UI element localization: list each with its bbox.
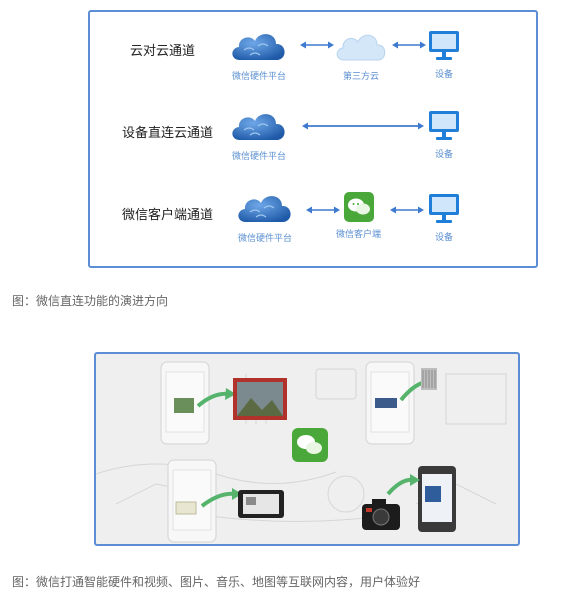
wechat-hardware-platform-node: 微信硬件平台 [234, 190, 296, 244]
row-label: 云对云通道 [130, 44, 196, 59]
channel-diagram: 云对云通道 微信硬件平台 第三方云 [88, 10, 538, 268]
wechat-client-node: 微信客户端 [336, 192, 381, 240]
figure1-caption: 图：微信直连功能的演进方向 [12, 294, 169, 308]
cloud-icon [238, 196, 291, 222]
row-label: 设备直连云通道 [122, 126, 214, 141]
wechat-hardware-platform-node: 微信硬件平台 [228, 108, 290, 162]
monitor-icon [429, 111, 459, 140]
node-caption: 第三方云 [342, 72, 379, 82]
double-arrow-icon [390, 206, 424, 214]
cloud-icon [232, 114, 285, 140]
tablet-device [238, 490, 284, 518]
camera-icon [362, 499, 400, 530]
device-node: 设备 [428, 110, 460, 160]
node-caption: 微信硬件平台 [231, 72, 286, 82]
node-caption: 微信客户端 [336, 230, 382, 240]
device-node: 设备 [428, 30, 460, 80]
monitor-icon [429, 31, 459, 60]
wechat-icon [292, 428, 328, 462]
phone-icon [365, 361, 415, 445]
figure2-caption: 图：微信打通智能硬件和视频、图片、音乐、地图等互联网内容，用户体验好 [12, 575, 421, 589]
speaker-device [421, 368, 437, 390]
cloud-icon [232, 34, 285, 60]
illustration-canvas [96, 361, 507, 543]
monitor-icon [429, 194, 459, 223]
wechat-icon [343, 192, 374, 222]
light-cloud-icon [336, 34, 386, 61]
node-caption: 微信硬件平台 [231, 152, 286, 162]
node-caption: 设备 [434, 150, 453, 160]
double-arrow-icon [392, 41, 426, 49]
row-label: 微信客户端通道 [122, 208, 214, 223]
phone-icon [418, 466, 456, 532]
double-arrow-icon [306, 206, 340, 214]
third-party-cloud-node: 第三方云 [333, 28, 389, 82]
double-arrow-icon [300, 41, 334, 49]
phone-icon [167, 459, 217, 543]
row-device-direct-cloud: 设备直连云通道 微信硬件平台 设备 [90, 108, 536, 168]
photo-frame-device [233, 378, 287, 420]
node-caption: 设备 [434, 233, 453, 243]
row-wechat-client: 微信客户端通道 微信硬件平台 微信客户端 [90, 190, 536, 250]
row-cloud-to-cloud: 云对云通道 微信硬件平台 第三方云 [90, 28, 536, 88]
content-illustration [94, 352, 520, 546]
wechat-hardware-platform-node: 微信硬件平台 [228, 28, 290, 82]
node-caption: 设备 [434, 70, 453, 80]
double-arrow-icon [302, 122, 424, 130]
device-node: 设备 [428, 193, 460, 243]
photo-thumbnail [174, 398, 194, 413]
node-caption: 微信硬件平台 [237, 234, 292, 244]
